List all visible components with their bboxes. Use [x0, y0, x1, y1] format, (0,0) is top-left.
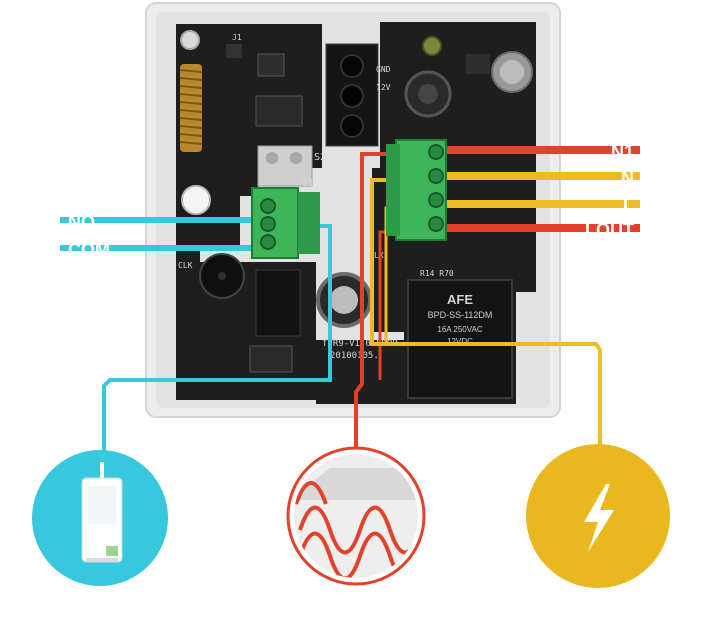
label-12v: 12V: [376, 83, 391, 92]
chip-power: [466, 54, 490, 74]
wire-cyan-route: [102, 224, 332, 470]
floor-heating-icon: [286, 446, 426, 586]
terminal-block-right: [386, 139, 447, 241]
terminal-screw-lout: [428, 216, 444, 232]
screw-hole-left: [181, 185, 211, 215]
relay-coil: 12VDC: [447, 337, 473, 346]
relay-brand: AFE: [447, 292, 473, 307]
terminal-screw-2: [260, 216, 276, 232]
black-connector-hole-3: [340, 114, 364, 138]
relay-model: BPD-SS-112DM: [428, 310, 493, 320]
label-s2: S2: [314, 152, 326, 163]
black-connector-hole-2: [340, 84, 364, 108]
terminal-screw-3: [260, 234, 276, 250]
terminal-screw-n1: [428, 144, 444, 160]
label-j1: J1: [232, 33, 242, 42]
pcb-board: [176, 24, 322, 262]
label-n: N: [621, 168, 634, 188]
metal-terminal-screw-2: [290, 152, 302, 164]
label-lout: LOUT: [585, 220, 634, 240]
inductor-core: [418, 84, 438, 104]
chip-driver: [249, 345, 293, 373]
label-serial: 20100105.: [330, 351, 379, 361]
terminal-screw-1: [260, 198, 276, 214]
metal-terminal-screw-1: [266, 152, 278, 164]
wire-red-route: [354, 152, 404, 456]
buzzer-center: [218, 272, 226, 280]
capacitor-small: [422, 36, 442, 56]
center-hole-inner: [330, 286, 358, 314]
label-l: L: [623, 196, 634, 216]
label-s1: S1: [302, 178, 314, 189]
small-relay: [255, 269, 301, 337]
relay-rating: 16A 250VAC: [437, 325, 482, 334]
screw-hole-top-left: [180, 30, 200, 50]
terminal-screw-l: [428, 192, 444, 208]
chip-mcu: [255, 95, 303, 127]
boiler-icon: [32, 450, 168, 586]
label-part-number: T-R9-V1.0 PROD: [322, 339, 398, 349]
lightning-icon: [526, 444, 670, 588]
capacitor-large-top: [500, 60, 524, 84]
spring-antenna: [179, 64, 203, 152]
label-no: NO: [68, 212, 95, 232]
chip-wifi: [257, 53, 285, 77]
wire-yellow-route: [370, 178, 602, 450]
label-r14: R14 R70: [420, 269, 454, 278]
power-relay: [407, 279, 513, 399]
terminal-block-left: [251, 187, 320, 259]
metal-terminal: [257, 145, 313, 187]
terminal-screw-n: [428, 168, 444, 184]
label-com: COM: [68, 240, 110, 260]
black-connector-hole-1: [340, 54, 364, 78]
chip-small: [226, 44, 242, 58]
label-n1: N1: [611, 142, 634, 162]
label-clk: CLK: [178, 261, 193, 270]
label-gnd: GND: [376, 65, 391, 74]
